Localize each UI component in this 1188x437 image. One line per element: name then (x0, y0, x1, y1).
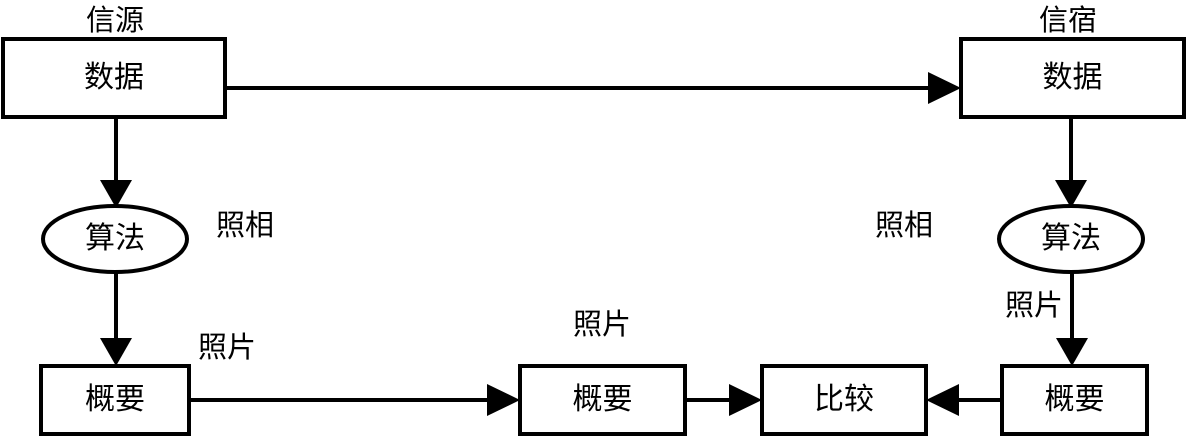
node-label-sink-algorithm: 算法 (1041, 221, 1101, 256)
shape-sink-digest[interactable] (1000, 364, 1149, 436)
node-label-middle-digest: 概要 (572, 382, 633, 417)
sink-caption: 信宿 (1038, 3, 1097, 37)
source-caption: 信源 (85, 3, 144, 37)
node-label-source-data: 数据 (84, 60, 144, 95)
connector-middle-digest-to-compare (685, 384, 762, 416)
node-label-sink-data: 数据 (1042, 60, 1103, 95)
connector-source-data-to-sink-data (225, 72, 961, 104)
node-label-source-digest: 概要 (85, 382, 145, 417)
node-label-compare: 比较 (814, 382, 874, 417)
connector-source-algorithm-to-source-digest (100, 272, 132, 366)
node-label-sink-digest: 概要 (1044, 382, 1105, 417)
edge-label-sink-photo: 照片 (1004, 288, 1063, 322)
shape-middle-digest[interactable] (518, 364, 687, 436)
node-label-source-algorithm: 算法 (85, 221, 145, 256)
connector-sink-algorithm-to-sink-digest (1056, 272, 1088, 366)
edge-label-source-photograph: 照相 (215, 208, 274, 242)
edge-label-source-photo: 照片 (197, 330, 256, 364)
shape-source-data[interactable] (1, 37, 227, 119)
connector-sink-digest-to-compare (926, 384, 1002, 416)
connector-source-data-to-source-algorithm (100, 117, 132, 208)
connector-source-digest-to-middle-digest (189, 384, 520, 416)
edge-label-middle-photo: 照片 (572, 307, 631, 341)
connector-sink-data-to-sink-algorithm (1055, 117, 1087, 208)
edge-label-sink-photograph: 照相 (874, 208, 933, 242)
